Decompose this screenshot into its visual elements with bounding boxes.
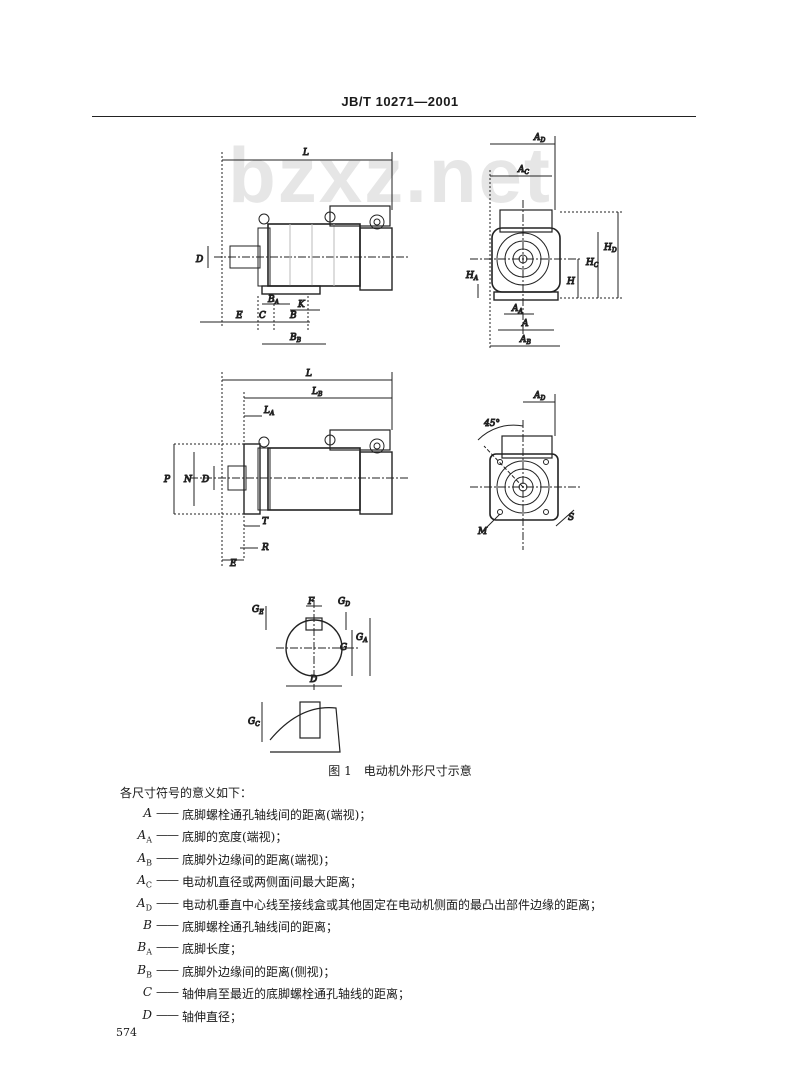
definition-symbol: AD	[136, 895, 152, 912]
label-D2: D	[201, 475, 209, 485]
label-AC: AC	[517, 165, 530, 176]
definition-dash: ——	[156, 828, 179, 843]
end-view-foot-mounted: AD AC H HC HD HA AA A AB	[465, 133, 622, 350]
end-view-flange-mounted: AD 45° M S	[470, 391, 580, 550]
label-E2: E	[229, 559, 237, 569]
label-E: E	[235, 311, 243, 321]
definition-symbol: A	[143, 806, 152, 820]
definition-row: AD ——电动机垂直中心线至接线盒或其他固定在电动机侧面的最凸出部件边缘的距离；	[100, 896, 700, 918]
watermark: bzxz.net	[228, 131, 552, 219]
definition-dash: ——	[156, 940, 179, 955]
label-45deg: 45°	[483, 419, 500, 429]
definition-dash: ——	[156, 806, 179, 820]
label-LB: LB	[311, 387, 323, 398]
label-A: A	[521, 319, 529, 329]
label-C: C	[259, 311, 266, 321]
definition-dash: ——	[156, 962, 179, 977]
label-M: M	[477, 527, 488, 537]
label-R: R	[261, 543, 269, 553]
definition-text: 电动机直径或两侧面间最大距离；	[182, 875, 363, 890]
dimension-figure: L E C B BA K BB D	[163, 133, 622, 753]
definition-text: 轴伸肩至最近的底脚螺栓通孔轴线的距离；	[182, 987, 411, 1002]
definition-row: AC ——电动机直径或两侧面间最大距离；	[100, 873, 700, 895]
label-S: S	[568, 513, 574, 523]
definition-dash: ——	[156, 873, 179, 888]
definition-row: A ——底脚螺栓通孔轴线间的距离(端视)；	[100, 806, 700, 828]
definition-text: 底脚的宽度(端视)；	[182, 830, 288, 845]
definition-symbol: AA	[137, 828, 152, 845]
label-HD: HD	[603, 243, 617, 254]
definition-text: 电动机垂直中心线至接线盒或其他固定在电动机侧面的最凸出部件边缘的距离；	[182, 897, 603, 912]
label-GD: GD	[338, 597, 350, 608]
label-K: K	[297, 300, 306, 310]
label-HC: HC	[585, 258, 599, 269]
definition-text: 底脚外边缘间的距离(端视)；	[182, 852, 336, 867]
definition-row: AB ——底脚外边缘间的距离(端视)；	[100, 851, 700, 873]
label-D3: D	[309, 675, 317, 685]
definition-dash: ——	[156, 917, 179, 932]
definition-symbol: B	[143, 917, 152, 932]
label-N: N	[183, 475, 193, 485]
definition-symbol: D	[142, 1007, 152, 1022]
standard-header: JB/T 10271—2001	[341, 94, 459, 109]
definition-text: 轴伸直径；	[182, 1009, 243, 1024]
definition-row: D ——轴伸直径；	[100, 1008, 700, 1030]
label-P: P	[163, 475, 171, 485]
label-T: T	[262, 517, 269, 527]
definition-symbol: AC	[137, 873, 152, 890]
definition-row: BB ——底脚外边缘间的距离(侧视)；	[100, 963, 700, 985]
definition-row: AA ——底脚的宽度(端视)；	[100, 828, 700, 850]
label-L2: L	[305, 369, 312, 379]
definition-text: 底脚螺栓通孔轴线间的距离；	[182, 919, 339, 934]
label-B: B	[289, 311, 297, 321]
header-rule	[92, 116, 696, 117]
label-AD: AD	[533, 133, 546, 144]
definition-text: 底脚外边缘间的距离(侧视)；	[182, 964, 336, 979]
definition-dash: ——	[156, 895, 179, 910]
definition-dash: ——	[156, 985, 179, 1000]
definitions-intro: 各尺寸符号的意义如下：	[120, 786, 253, 800]
label-HA: HA	[465, 271, 479, 282]
figure-caption: 图 1 电动机外形尺寸示意	[328, 764, 472, 778]
definition-dash: ——	[156, 850, 179, 865]
page-number: 574	[116, 1026, 137, 1039]
label-BB: BB	[289, 333, 302, 344]
label-AB: AB	[519, 335, 532, 346]
definition-row: B ——底脚螺栓通孔轴线间的距离；	[100, 918, 700, 940]
label-F: F	[307, 597, 315, 607]
definition-symbol: BB	[137, 962, 152, 980]
label-AA: AA	[511, 304, 524, 315]
definition-symbol: AB	[137, 850, 152, 868]
definition-row: C ——轴伸肩至最近的底脚螺栓通孔轴线的距离；	[100, 985, 700, 1007]
label-H: H	[566, 277, 575, 287]
definition-symbol: C	[142, 985, 152, 1000]
label-L: L	[302, 148, 309, 158]
label-GA: GA	[356, 633, 368, 644]
definitions-list: A——底脚螺栓通孔轴线间的距离(端视)；AA——底脚的宽度(端视)；AB——底脚…	[100, 806, 700, 1030]
label-D: D	[195, 255, 203, 265]
definition-text: 底脚长度；	[182, 942, 243, 957]
label-GC: GC	[248, 717, 260, 728]
side-view-foot-mounted: L E C B BA K BB D	[195, 148, 410, 345]
side-view-flange-mounted: L LB LA P N D T R E	[163, 369, 410, 570]
label-LA: LA	[263, 406, 275, 417]
label-G: G	[340, 643, 347, 653]
definition-dash: ——	[156, 1007, 179, 1022]
label-AD2: AD	[533, 391, 546, 402]
definition-symbol: BA	[137, 940, 152, 957]
definition-row: BA ——底脚长度；	[100, 940, 700, 962]
label-GE: GE	[252, 605, 264, 616]
shaft-key-section: F GE GD G GA D	[252, 597, 371, 690]
key-detail: GC	[248, 701, 341, 753]
definition-text: 底脚螺栓通孔轴线间的距离(端视)；	[182, 808, 372, 822]
label-BA: BA	[267, 295, 280, 306]
